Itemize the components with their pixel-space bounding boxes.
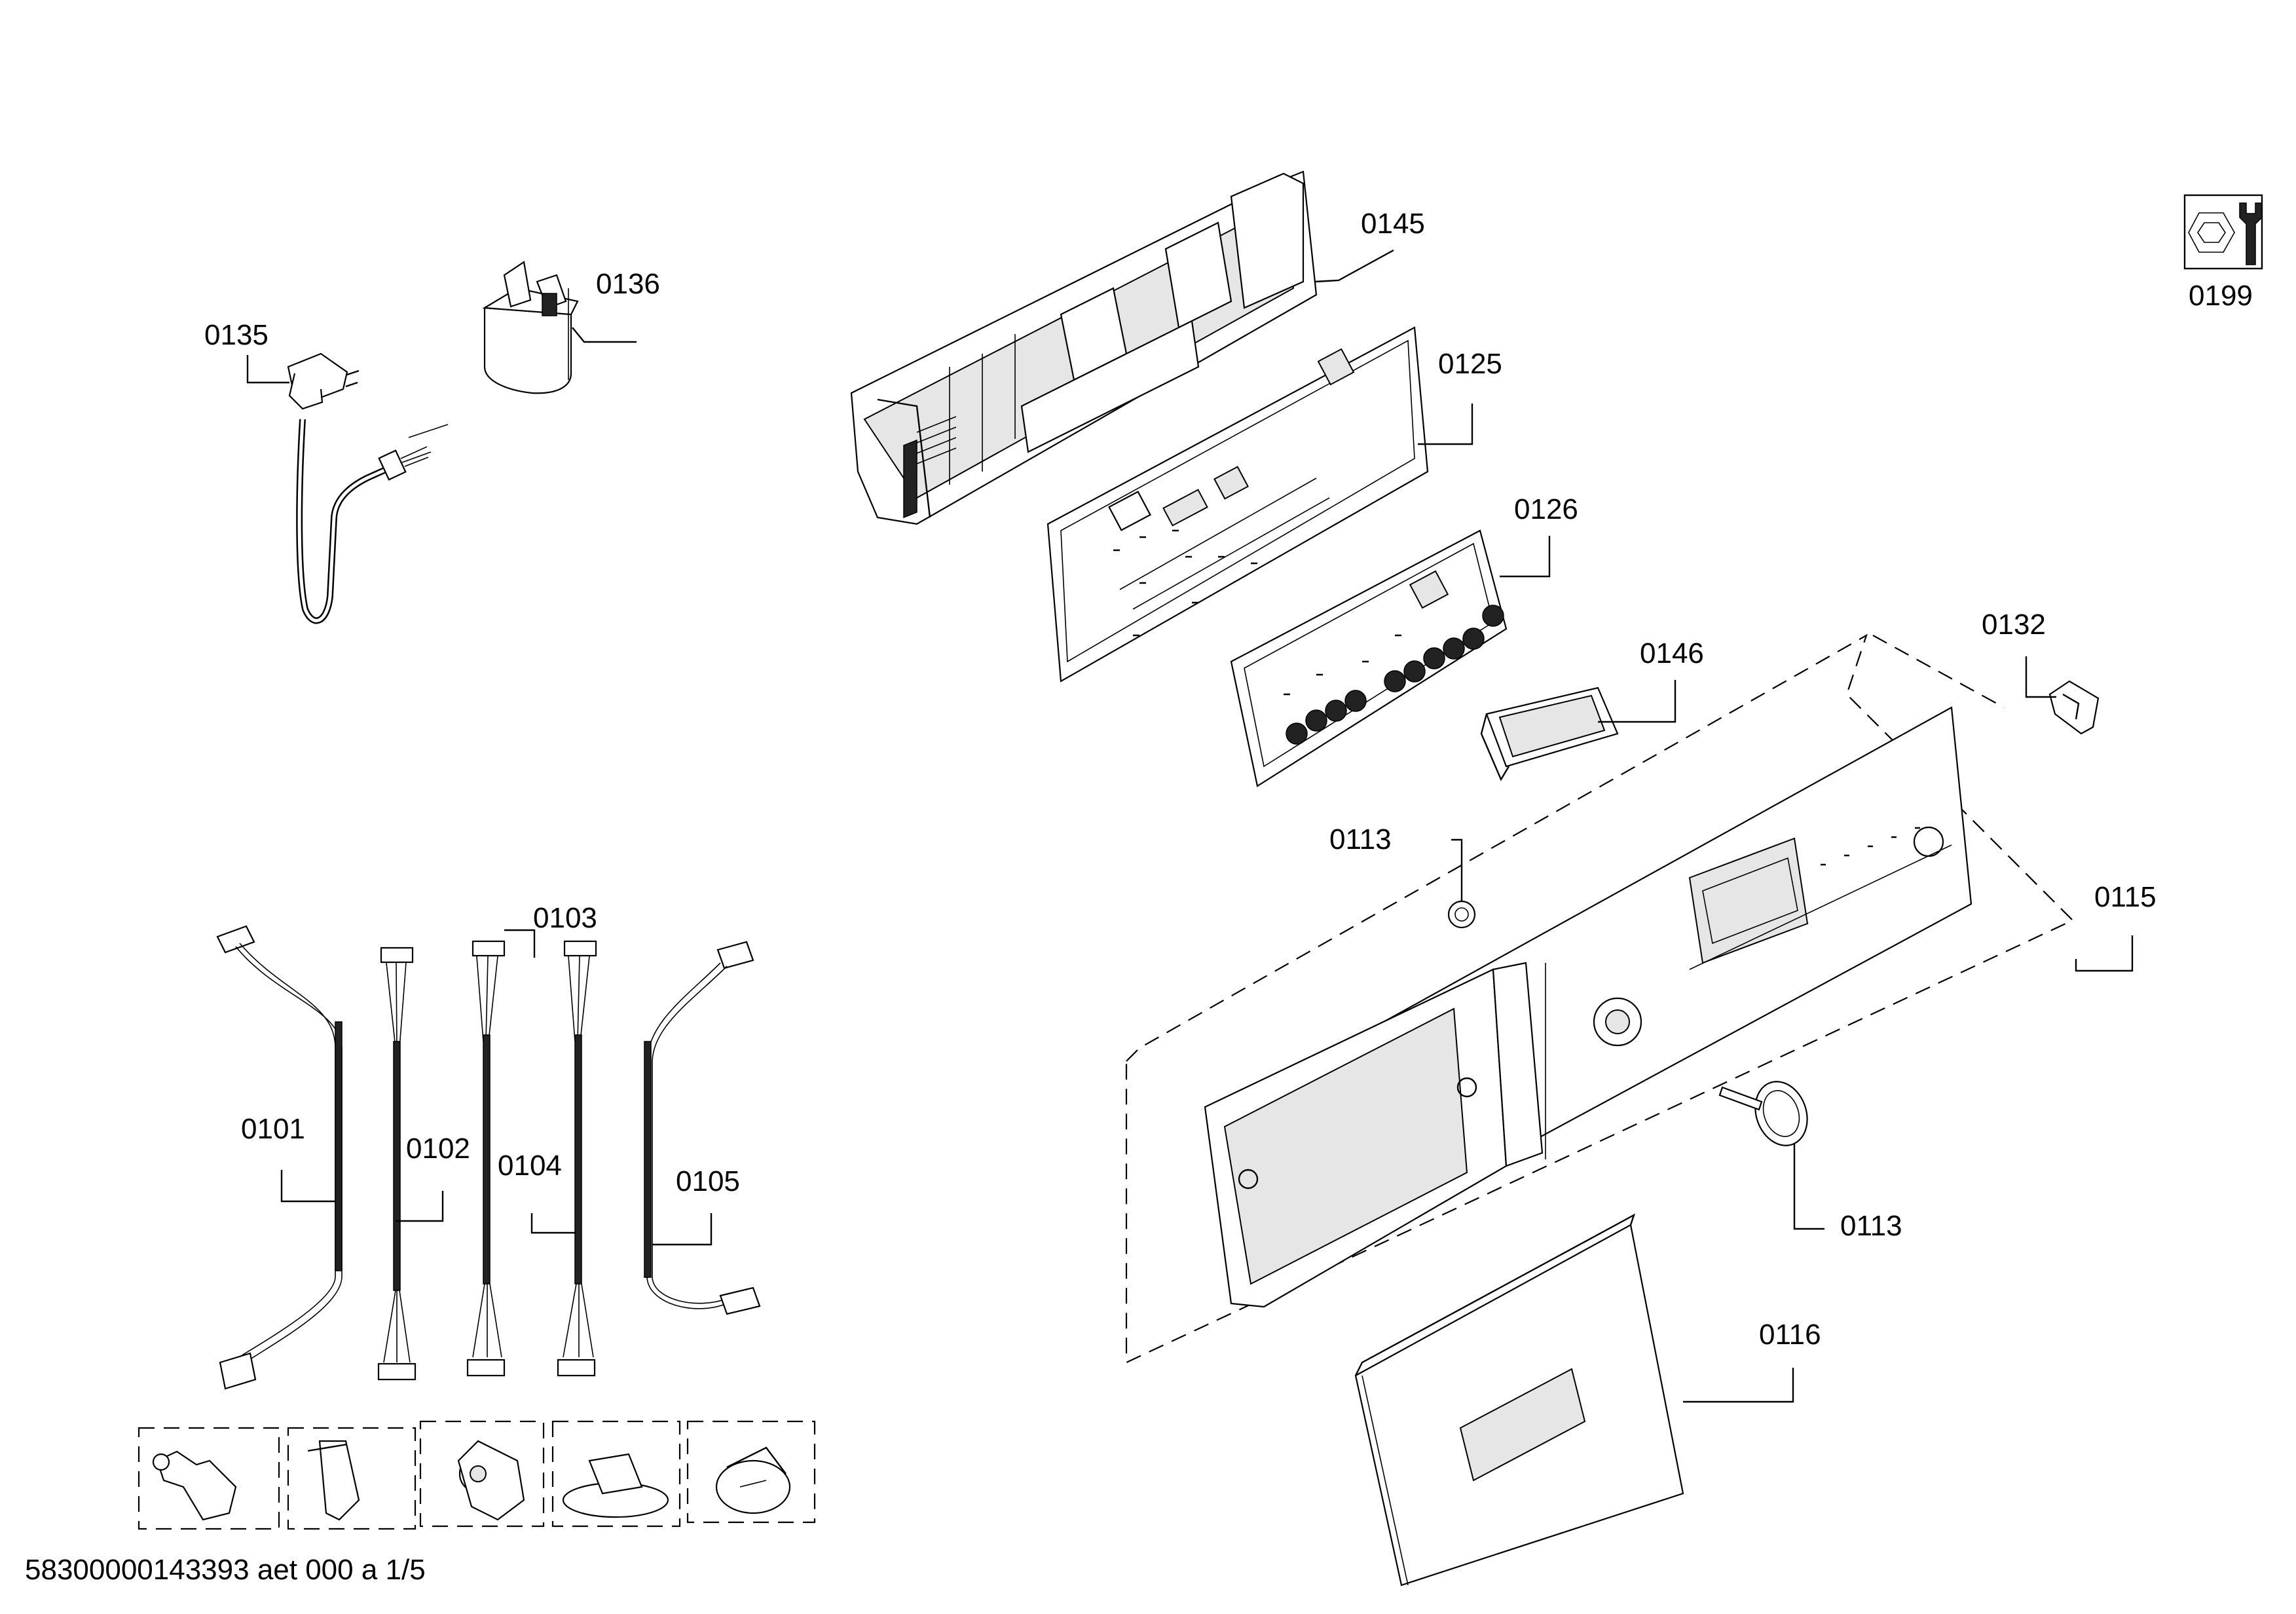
part-label-0113-knob: 0113 — [1840, 1210, 1902, 1242]
programme-selector-knob — [1718, 1081, 1808, 1146]
part-label-0199: 0199 — [2189, 280, 2253, 312]
part-label-0146: 0146 — [1640, 637, 1704, 669]
part-label-0102: 0102 — [406, 1133, 470, 1165]
dispenser-handle — [1354, 1213, 1684, 1586]
knob-insert — [1447, 900, 1476, 929]
part-label-0101: 0101 — [241, 1113, 305, 1145]
leader-lines — [246, 249, 2134, 1403]
power-cord — [287, 352, 449, 624]
part-label-0115: 0115 — [2094, 881, 2157, 913]
document-id: 5830000014339​3 aet 000 a 1/5 — [25, 1554, 426, 1586]
part-label-0116: 0116 — [1759, 1319, 1821, 1351]
part-label-0104: 0104 — [498, 1150, 562, 1182]
control-module-housing — [850, 170, 1318, 525]
part-label-0135: 0135 — [204, 319, 268, 351]
part-label-0136: 0136 — [596, 268, 660, 300]
part-label-0145: 0145 — [1361, 208, 1425, 240]
power-module-pcb — [1046, 326, 1429, 683]
suppressor-filter — [482, 261, 579, 394]
part-label-0125: 0125 — [1438, 348, 1502, 380]
part-label-0126: 0126 — [1514, 493, 1578, 525]
operating-module-pcb — [1230, 529, 1508, 787]
part-label-0105: 0105 — [676, 1165, 740, 1197]
display-window — [1480, 686, 1619, 781]
wiring-harnesses — [216, 925, 761, 1390]
clip — [2048, 680, 2100, 735]
part-label-0103: 0103 — [533, 902, 597, 934]
part-label-0132: 0132 — [1982, 609, 2046, 641]
control-panel — [1125, 633, 2074, 1364]
part-label-0113-insert: 0113 — [1329, 823, 1392, 855]
component-boxes — [138, 1420, 816, 1530]
nut-and-wrench-icon — [2183, 194, 2263, 270]
